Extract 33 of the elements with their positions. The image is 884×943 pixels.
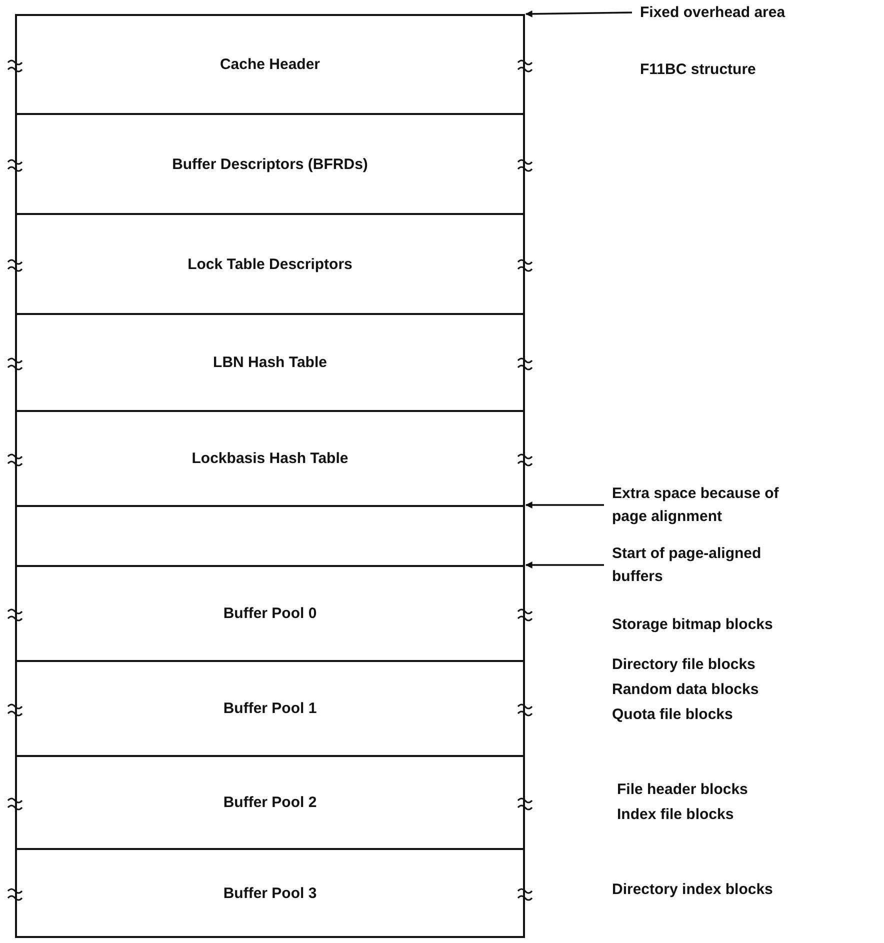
memory-region-box — [15, 213, 525, 315]
arrow — [525, 562, 604, 568]
arrow — [525, 502, 604, 508]
memory-region-box — [15, 755, 525, 850]
annotation-text: Extra space because of page alignment — [612, 482, 812, 528]
arrow — [525, 10, 632, 18]
region-label: Buffer Pool 0 — [223, 605, 317, 622]
memory-region-box — [15, 14, 525, 115]
region-label: Buffer Pool 3 — [223, 884, 317, 902]
region-label: LBN Hash Table — [213, 354, 327, 371]
region-label: Lockbasis Hash Table — [192, 450, 348, 467]
region-label: Lock Table Descriptors — [188, 256, 352, 272]
block-type-note: F11BC structure — [640, 60, 756, 80]
block-type-note: Index file blocks — [617, 805, 734, 825]
annotation-text: Start of page-aligned buffers — [612, 542, 812, 588]
block-type-note: Storage bitmap blocks — [612, 615, 773, 635]
region-label: Buffer Descriptors (BFRDs) — [172, 156, 368, 172]
block-type-note: Directory file blocks — [612, 655, 756, 675]
block-type-note: File header blocks — [617, 780, 748, 800]
memory-region-box — [15, 660, 525, 757]
block-type-note: Random data blocks — [612, 680, 759, 700]
memory-region-box — [15, 565, 525, 662]
memory-region-box — [15, 410, 525, 507]
empty-box — [15, 505, 525, 567]
memory-region-box — [15, 113, 525, 215]
memory-region-box — [15, 313, 525, 412]
block-type-note: Quota file blocks — [612, 705, 733, 725]
memory-region-box — [15, 848, 525, 938]
region-label: Buffer Pool 2 — [223, 794, 317, 811]
region-label: Buffer Pool 1 — [223, 700, 317, 717]
block-type-note: Directory index blocks — [612, 880, 773, 900]
annotation-text: Fixed overhead area — [640, 1, 870, 24]
region-label: Cache Header — [220, 56, 320, 73]
